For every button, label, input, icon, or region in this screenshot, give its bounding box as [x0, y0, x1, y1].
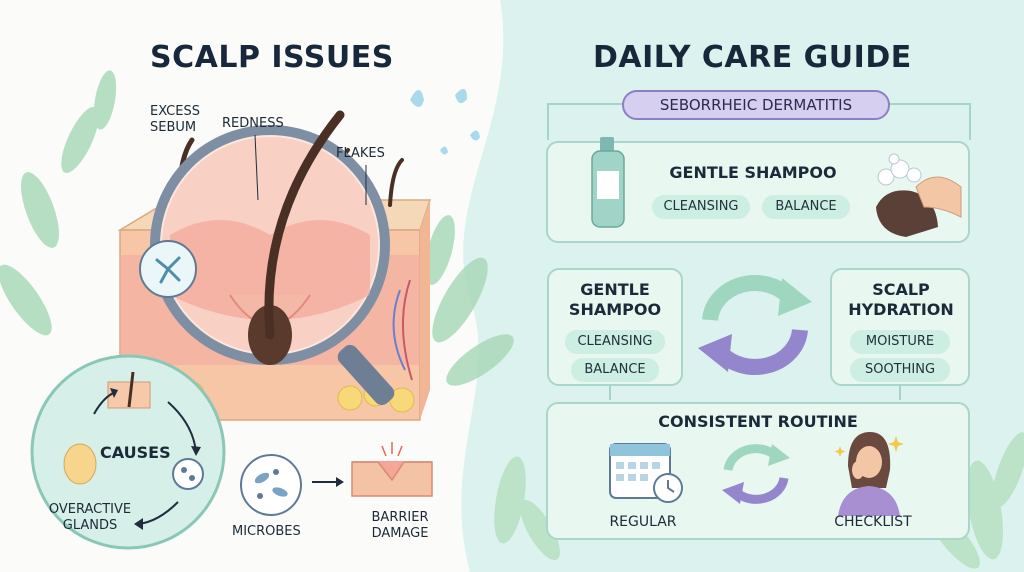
- excess-sebum-label: EXCESS SEBUM: [150, 104, 200, 135]
- checklist-label: CHECKLIST: [834, 514, 912, 530]
- tag-moisture: MOISTURE: [850, 330, 950, 354]
- scalp-issues-title: SCALP ISSUES: [150, 40, 394, 75]
- routine-cycle-icon: [722, 444, 790, 504]
- top-shampoo-card: GENTLE SHAMPOO CLEANSING BALANCE: [546, 137, 970, 243]
- shampoo-bottle-icon: [591, 137, 625, 228]
- daily-care-title: DAILY CARE GUIDE: [593, 40, 912, 75]
- tag-soothing: SOOTHING: [850, 358, 950, 382]
- left-card-title: GENTLE SHAMPOO: [568, 280, 662, 319]
- bottom-card-title: CONSISTENT ROUTINE: [658, 412, 858, 431]
- top-card-title: GENTLE SHAMPOO: [669, 163, 837, 182]
- person-checklist-icon: [834, 432, 904, 516]
- cycle-arrows-icon: [698, 275, 812, 375]
- regular-label: REGULAR: [609, 514, 677, 530]
- seborrheic-dermatitis-banner: SEBORRHEIC DERMATITIS: [622, 90, 890, 120]
- consistent-routine-card: CONSISTENT ROUTINE REGULAR CHECKLIST: [546, 402, 970, 540]
- scalp-hydration-card: SCALP HYDRATION MOISTURE SOOTHING: [830, 268, 970, 386]
- microbe-inset-icon: [139, 240, 197, 298]
- tag-cleansing: CLEANSING: [652, 195, 750, 219]
- microbes-label: MICROBES: [232, 524, 301, 539]
- tag-balance-2: BALANCE: [571, 358, 659, 382]
- right-card-title: SCALP HYDRATION: [848, 280, 954, 319]
- magnifying-glass-icon: [150, 110, 395, 406]
- overactive-glands-label: OVERACTIVE GLANDS: [48, 502, 132, 533]
- barrier-damage-icon: [351, 442, 433, 497]
- calendar-icon: [609, 443, 683, 503]
- hand-washing-hair-icon: [876, 153, 962, 237]
- causes-label: CAUSES: [100, 443, 171, 462]
- barrier-damage-label: BARRIER DAMAGE: [371, 510, 429, 541]
- arrow-right-icon: [312, 477, 344, 487]
- tag-balance: BALANCE: [762, 195, 850, 219]
- flakes-label: FLAKES: [336, 146, 385, 161]
- microbes-icon: [240, 454, 302, 516]
- left-shampoo-card: GENTLE SHAMPOO CLEANSING BALANCE: [547, 268, 683, 386]
- causes-circle: [30, 354, 226, 550]
- tag-cleansing-2: CLEANSING: [565, 330, 665, 354]
- redness-label: REDNESS: [222, 116, 284, 131]
